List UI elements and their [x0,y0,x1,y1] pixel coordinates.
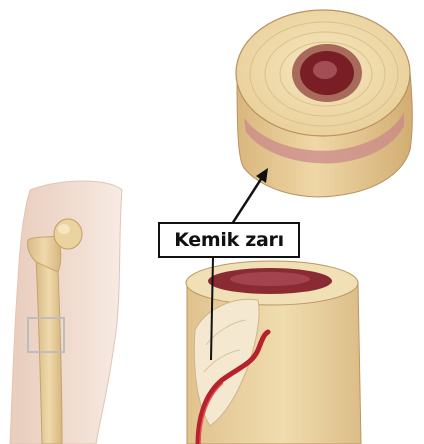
segment-marrow-highlight [230,272,310,286]
label-periosteum: Kemik zarı [174,229,284,251]
femoral-head-highlight [58,224,70,234]
label-box: Kemik zarı [158,222,300,258]
femoral-head [54,219,82,249]
bone-cross-section [236,10,412,197]
pointer-arrow-line [232,176,263,224]
marrow-highlight [313,61,337,79]
leg-illustration [10,181,122,444]
